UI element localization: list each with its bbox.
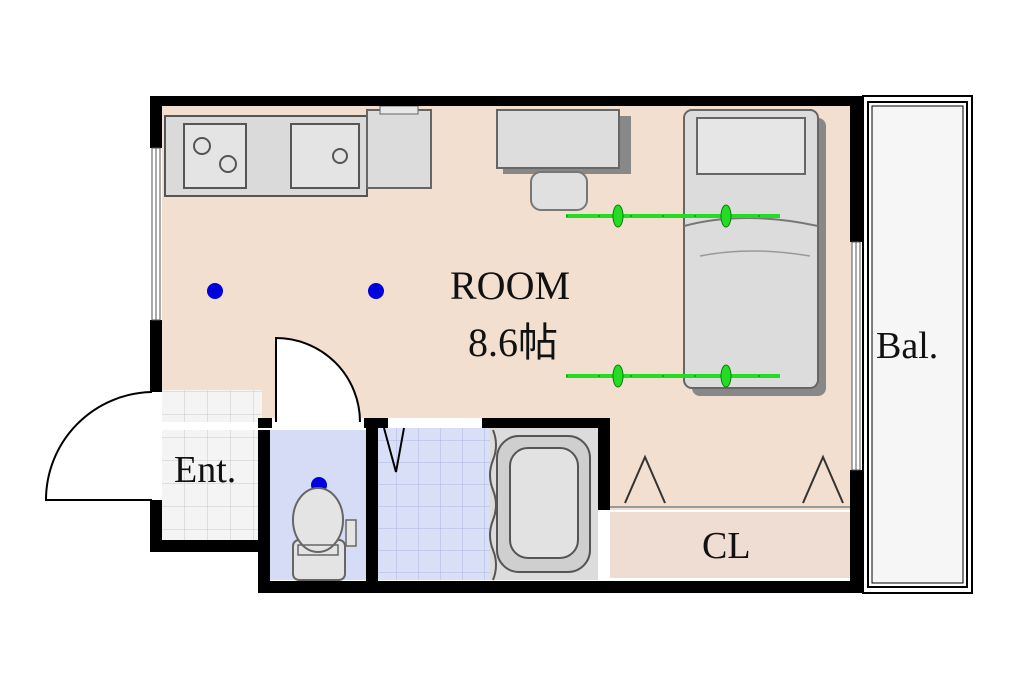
stove <box>183 123 247 189</box>
entrance-floor <box>162 390 262 540</box>
washroom-floor <box>378 428 490 580</box>
curtain-rail-bottom <box>566 364 780 388</box>
toilet-panel <box>345 519 357 547</box>
balcony-label: Bal. <box>876 325 939 367</box>
room-size-label: 8.6帖 <box>468 320 558 365</box>
window-left <box>151 147 161 321</box>
wash-folding-door <box>383 427 405 473</box>
toilet-door-gap <box>272 418 364 428</box>
chair <box>530 171 588 211</box>
toilet-door-swing <box>275 336 361 423</box>
closet-floor <box>610 512 850 578</box>
bed <box>683 109 819 389</box>
closet-door-right <box>802 454 844 504</box>
stove-burner-1 <box>193 137 211 155</box>
entrance-door-swing <box>44 391 153 501</box>
closet-label: CL <box>702 525 751 567</box>
bath-curtain <box>489 429 497 581</box>
balcony-floor <box>871 105 964 584</box>
walls <box>150 96 862 593</box>
kitchen-sink <box>290 123 360 189</box>
wash-door-gap <box>388 418 482 428</box>
window-right <box>851 241 861 471</box>
blanket-edge <box>699 250 811 257</box>
stove-burner-2 <box>219 155 237 173</box>
curtain-rail-top <box>566 204 780 228</box>
closet-door-left <box>624 454 666 504</box>
entrance-wall-top <box>162 386 258 390</box>
toilet-seat-line <box>297 544 339 556</box>
entrance-label: Ent. <box>174 449 237 491</box>
desk <box>496 109 620 169</box>
pillow <box>696 117 806 175</box>
fridge <box>366 109 432 189</box>
ceiling-light-1 <box>207 283 223 299</box>
ceiling-light-2 <box>368 283 384 299</box>
room-name-label: ROOM <box>450 263 571 308</box>
room-floor-lower <box>600 420 852 510</box>
fridge-top <box>379 105 419 115</box>
sink-drain <box>332 148 348 164</box>
toilet-bowl <box>292 487 344 553</box>
bathtub-inner <box>509 447 579 559</box>
